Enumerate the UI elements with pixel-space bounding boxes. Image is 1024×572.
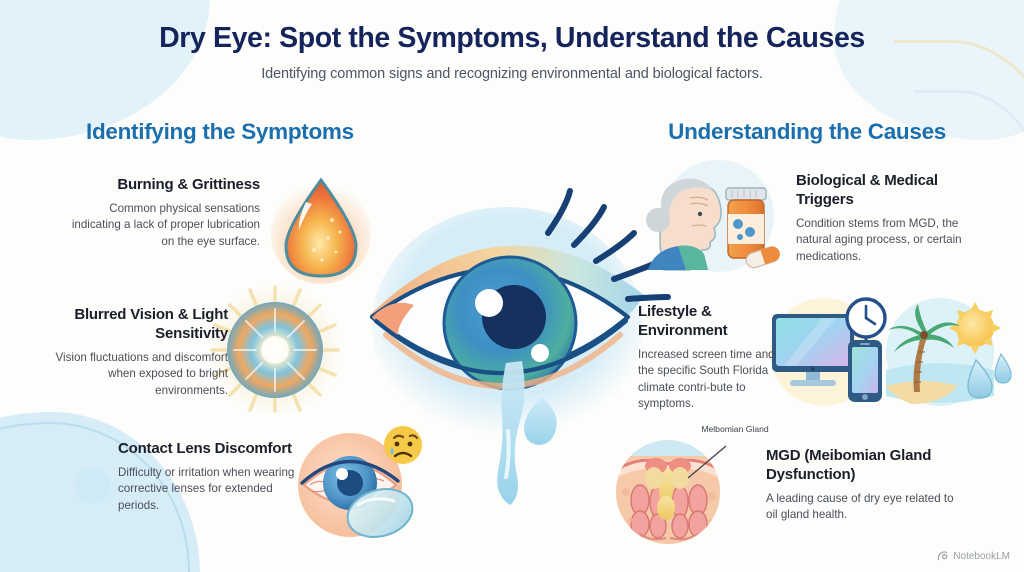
gland-lobes [630,484,708,539]
cause-item-mgd: MGD (Meibomian Gland Dysfunction) A lead… [766,447,966,524]
symptom-body-blurred-vision: Vision fluctuations and discomfort when … [55,350,229,397]
notebooklm-watermark: NotebookLM [937,550,1010,562]
beach-sand [886,381,958,404]
gland-duct-stems [639,533,699,541]
eye-svg [369,188,671,505]
gland-svg [616,440,727,544]
contact-lens-shine [356,497,396,507]
monitor-neck [806,372,820,380]
sunburst-svg [209,284,341,416]
devices-climate-icon [762,294,1012,412]
elderly-person-pill-bottle-icon [634,158,792,276]
teardrop-sparkles [312,217,342,262]
monitor-stand [790,380,836,386]
worried-face-eye-right [407,441,413,447]
worried-face-frown [393,451,413,458]
eye-highlight-small [531,344,549,362]
cause-body-mgd: A leading cause of dry eye related to oi… [766,491,954,522]
symptom-title-blurred-vision: Blurred Vision & Light Sensitivity [74,306,228,342]
page-subtitle: Identifying common signs and recognizing… [261,66,763,82]
water-droplet-large [967,358,993,399]
tear-droplet [524,397,557,445]
worried-face-icon [384,426,422,464]
teardrop-fire-icon [270,172,372,284]
gland-cross-section [616,456,720,544]
worried-face-tear [390,447,394,455]
cause-title-biological: Biological & Medical Triggers [796,172,938,208]
elderly-wrinkles [689,196,709,227]
header: Dry Eye: Spot the Symptoms, Understand t… [0,22,1024,82]
cause-item-biological: Biological & Medical Triggers Condition … [796,172,986,265]
teardrop-svg [271,177,371,284]
gland-oil-droplet [657,496,675,520]
worried-face-eye-left [394,441,400,447]
symptom-item-burning: Burning & Grittiness Common physical sen… [60,176,260,250]
palm-coconuts [920,331,928,339]
elderly-hair [660,178,714,218]
phone-screen [852,347,878,393]
sunburst-core [261,336,289,364]
tear-highlight [504,429,511,479]
lens-highlight [336,468,348,480]
symptom-body-contact-lens: Difficulty or irritation when wearing co… [118,465,295,512]
pill-bottle-label-marks [733,219,755,240]
gland-annotation-label: Melbomian Gland [701,424,769,434]
worried-face-brow-left [392,434,405,440]
monitor-led [811,367,815,371]
page-title: Dry Eye: Spot the Symptoms, Understand t… [159,22,865,54]
cause-body-lifestyle: Increased screen time and the specific S… [638,347,775,411]
notebooklm-icon [938,551,948,561]
phone-home-button [862,394,868,400]
elderly-eye [697,211,703,217]
sun-disc [956,309,994,347]
symptom-title-burning: Burning & Grittiness [117,176,260,193]
cause-body-biological: Condition stems from MGD, the natural ag… [796,216,962,263]
phone-speaker [860,343,870,345]
worried-face-brow-right [408,434,419,440]
lens-upper-lid-line [300,459,400,485]
water-droplet-small [994,352,1012,384]
teardrop-shape [284,177,358,278]
sun-rays [949,302,1001,354]
monitor-screen [776,318,850,366]
upper-eyelid-band [370,245,644,325]
crying-dry-eye-illustration [352,185,672,515]
clock-hand-hour [864,316,877,326]
sunburst-inner-rays [233,308,317,392]
palm-trunk [913,334,928,392]
monitor-glare [784,318,836,366]
background-dot [75,468,111,504]
elderly-hair-bun [646,208,670,232]
cause-title-mgd: MGD (Meibomian Gland Dysfunction) [766,447,932,483]
capsule-icon [745,246,780,269]
section-heading-symptoms: Identifying the Symptoms [86,119,354,144]
cause-item-lifestyle: Lifestyle & Environment Increased screen… [638,303,788,413]
elderly-shirt-accent [678,245,708,270]
lower-eyelid-line [373,318,629,376]
devices-climate-svg [770,297,1012,406]
meibomian-gland-cross-section-icon [608,438,742,546]
symptom-item-blurred-vision: Blurred Vision & Light Sensitivity Visio… [38,306,229,399]
palm-trunk-rings [914,351,925,383]
gland-congestion [645,467,689,489]
symptom-item-contact-lens: Contact Lens Discomfort Difficulty or ir… [118,440,298,514]
tear-stream [497,361,525,505]
sunburst-glare-icon [208,283,342,417]
teardrop-highlight [298,202,312,230]
symptom-title-contact-lens: Contact Lens Discomfort [118,440,292,457]
symptom-body-burning: Common physical sensations indicating a … [71,201,260,248]
eye-inner-corner [372,302,414,337]
gland-callout-line [687,445,727,479]
section-heading-causes: Understanding the Causes [668,119,946,144]
cause-title-lifestyle: Lifestyle & Environment [638,303,728,339]
contact-lens-svg [298,426,422,538]
notebooklm-label: NotebookLM [953,550,1010,562]
eye-highlight-large [475,289,503,317]
aging-svg [646,160,780,272]
irritated-eye-contact-lens-icon [288,423,424,541]
pill-bottle-cap-ridges [731,190,757,198]
gland-margin-line [616,458,720,472]
